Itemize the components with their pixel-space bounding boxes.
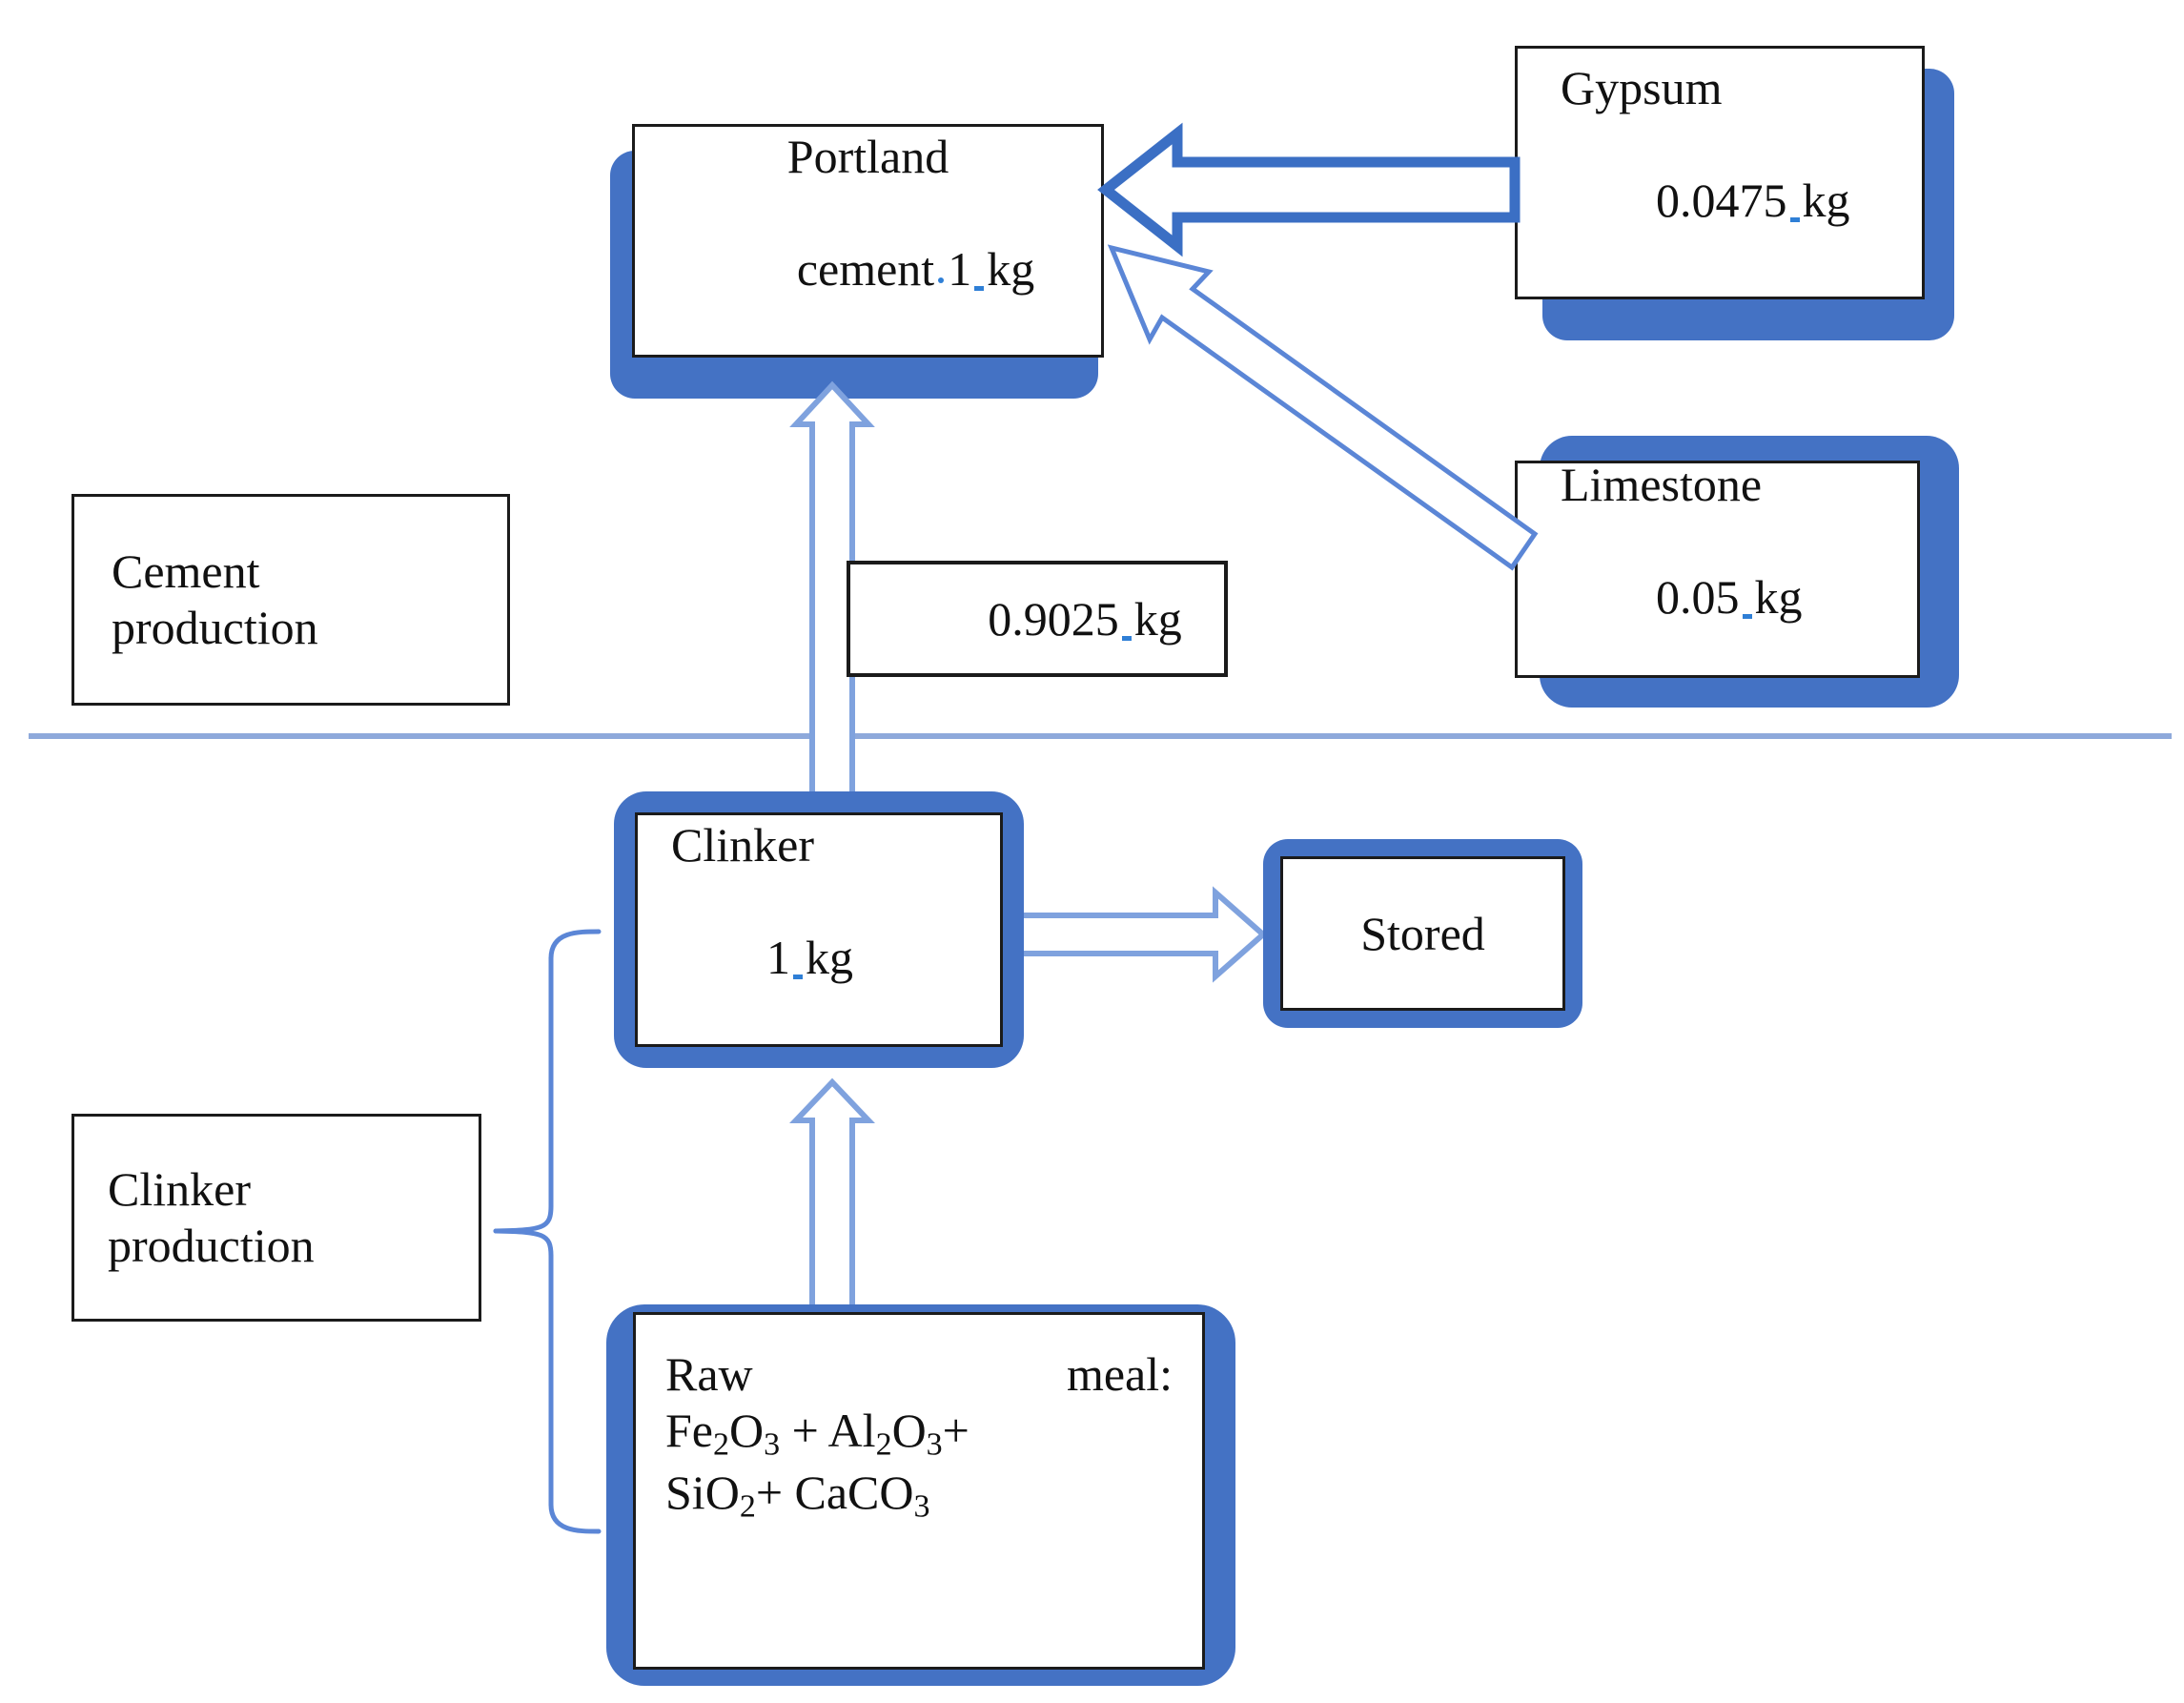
clinker-production-label: Clinker production bbox=[71, 1114, 481, 1322]
raw-meal-heading-left: Raw bbox=[665, 1347, 753, 1401]
space-dot-mark bbox=[938, 277, 945, 283]
quantity-label-box bbox=[847, 561, 1228, 677]
stored-text: Stored bbox=[1360, 906, 1485, 960]
formula-subscript: 3 bbox=[926, 1426, 943, 1463]
space-underscore-mark bbox=[974, 285, 985, 291]
clinker-production-box bbox=[71, 1114, 481, 1322]
stored-label: Stored bbox=[1280, 856, 1565, 1011]
space-underscore-mark bbox=[1742, 614, 1752, 619]
formula-text: O bbox=[891, 1404, 927, 1457]
edge-clinker-to-portland-cement bbox=[789, 380, 875, 802]
limestone-box bbox=[1515, 461, 1920, 678]
raw-meal-formula-line-2: SiO2+ CaCO3 bbox=[665, 1465, 930, 1527]
gypsum-line1: Gypsum bbox=[1561, 61, 1723, 114]
raw-meal-box bbox=[633, 1312, 1205, 1670]
limestone-line1: Limestone bbox=[1561, 458, 1763, 511]
formula-text: + Al bbox=[780, 1404, 876, 1457]
raw-meal-label: Raw meal: Fe2O3 + Al2O3+ SiO2+ CaCO3 bbox=[633, 1312, 1205, 1670]
clinker-production-line2: production bbox=[108, 1219, 315, 1272]
edge-limestone-to-portland-cement bbox=[1107, 244, 1539, 571]
clinker-production-line1: Clinker bbox=[108, 1162, 251, 1216]
cement-production-line1: Cement bbox=[112, 544, 260, 598]
clinker-line1: Clinker bbox=[671, 818, 814, 872]
formula-subscript: 2 bbox=[875, 1426, 892, 1463]
cement-production-box bbox=[71, 494, 510, 706]
node-stored[interactable]: Stored bbox=[1263, 839, 1582, 1028]
node-clinker-production[interactable]: Clinker production bbox=[71, 1114, 481, 1322]
formula-text: Fe bbox=[665, 1404, 713, 1457]
node-raw-meal[interactable]: Raw meal: Fe2O3 + Al2O3+ SiO2+ CaCO3 bbox=[606, 1304, 1235, 1703]
space-underscore-mark bbox=[1789, 217, 1800, 222]
stored-box bbox=[1280, 856, 1565, 1011]
raw-meal-heading-right: meal: bbox=[1066, 1347, 1173, 1401]
portland-cement-line1: Portland bbox=[786, 129, 949, 183]
raw-meal-heading: Raw meal: bbox=[665, 1346, 1173, 1403]
cement-production-line2: production bbox=[112, 601, 318, 654]
formula-subscript: 3 bbox=[913, 1488, 930, 1525]
formula-text: + bbox=[942, 1404, 970, 1457]
formula-text: O bbox=[729, 1404, 765, 1457]
gypsum-box bbox=[1515, 46, 1925, 299]
space-underscore-mark bbox=[793, 975, 803, 979]
formula-subscript: 2 bbox=[739, 1488, 756, 1525]
portland-cement-box bbox=[632, 124, 1104, 358]
formula-subscript: 2 bbox=[713, 1426, 729, 1463]
edge-raw-meal-to-clinker bbox=[789, 1077, 875, 1321]
formula-text: SiO bbox=[665, 1465, 740, 1519]
cement-production-label: Cement production bbox=[71, 494, 510, 706]
formula-subscript: 3 bbox=[764, 1426, 781, 1463]
edge-gypsum-to-portland-cement bbox=[1097, 122, 1521, 257]
space-underscore-mark bbox=[1121, 635, 1132, 641]
node-cement-production[interactable]: Cement production bbox=[71, 494, 510, 706]
edge-clinker-to-stored bbox=[1010, 886, 1268, 983]
clinker-box bbox=[635, 812, 1003, 1047]
raw-meal-formula-line-1: Fe2O3 + Al2O3+ bbox=[665, 1403, 970, 1465]
clinker-production-brace bbox=[493, 929, 602, 1534]
formula-text: + CaCO bbox=[755, 1465, 914, 1519]
